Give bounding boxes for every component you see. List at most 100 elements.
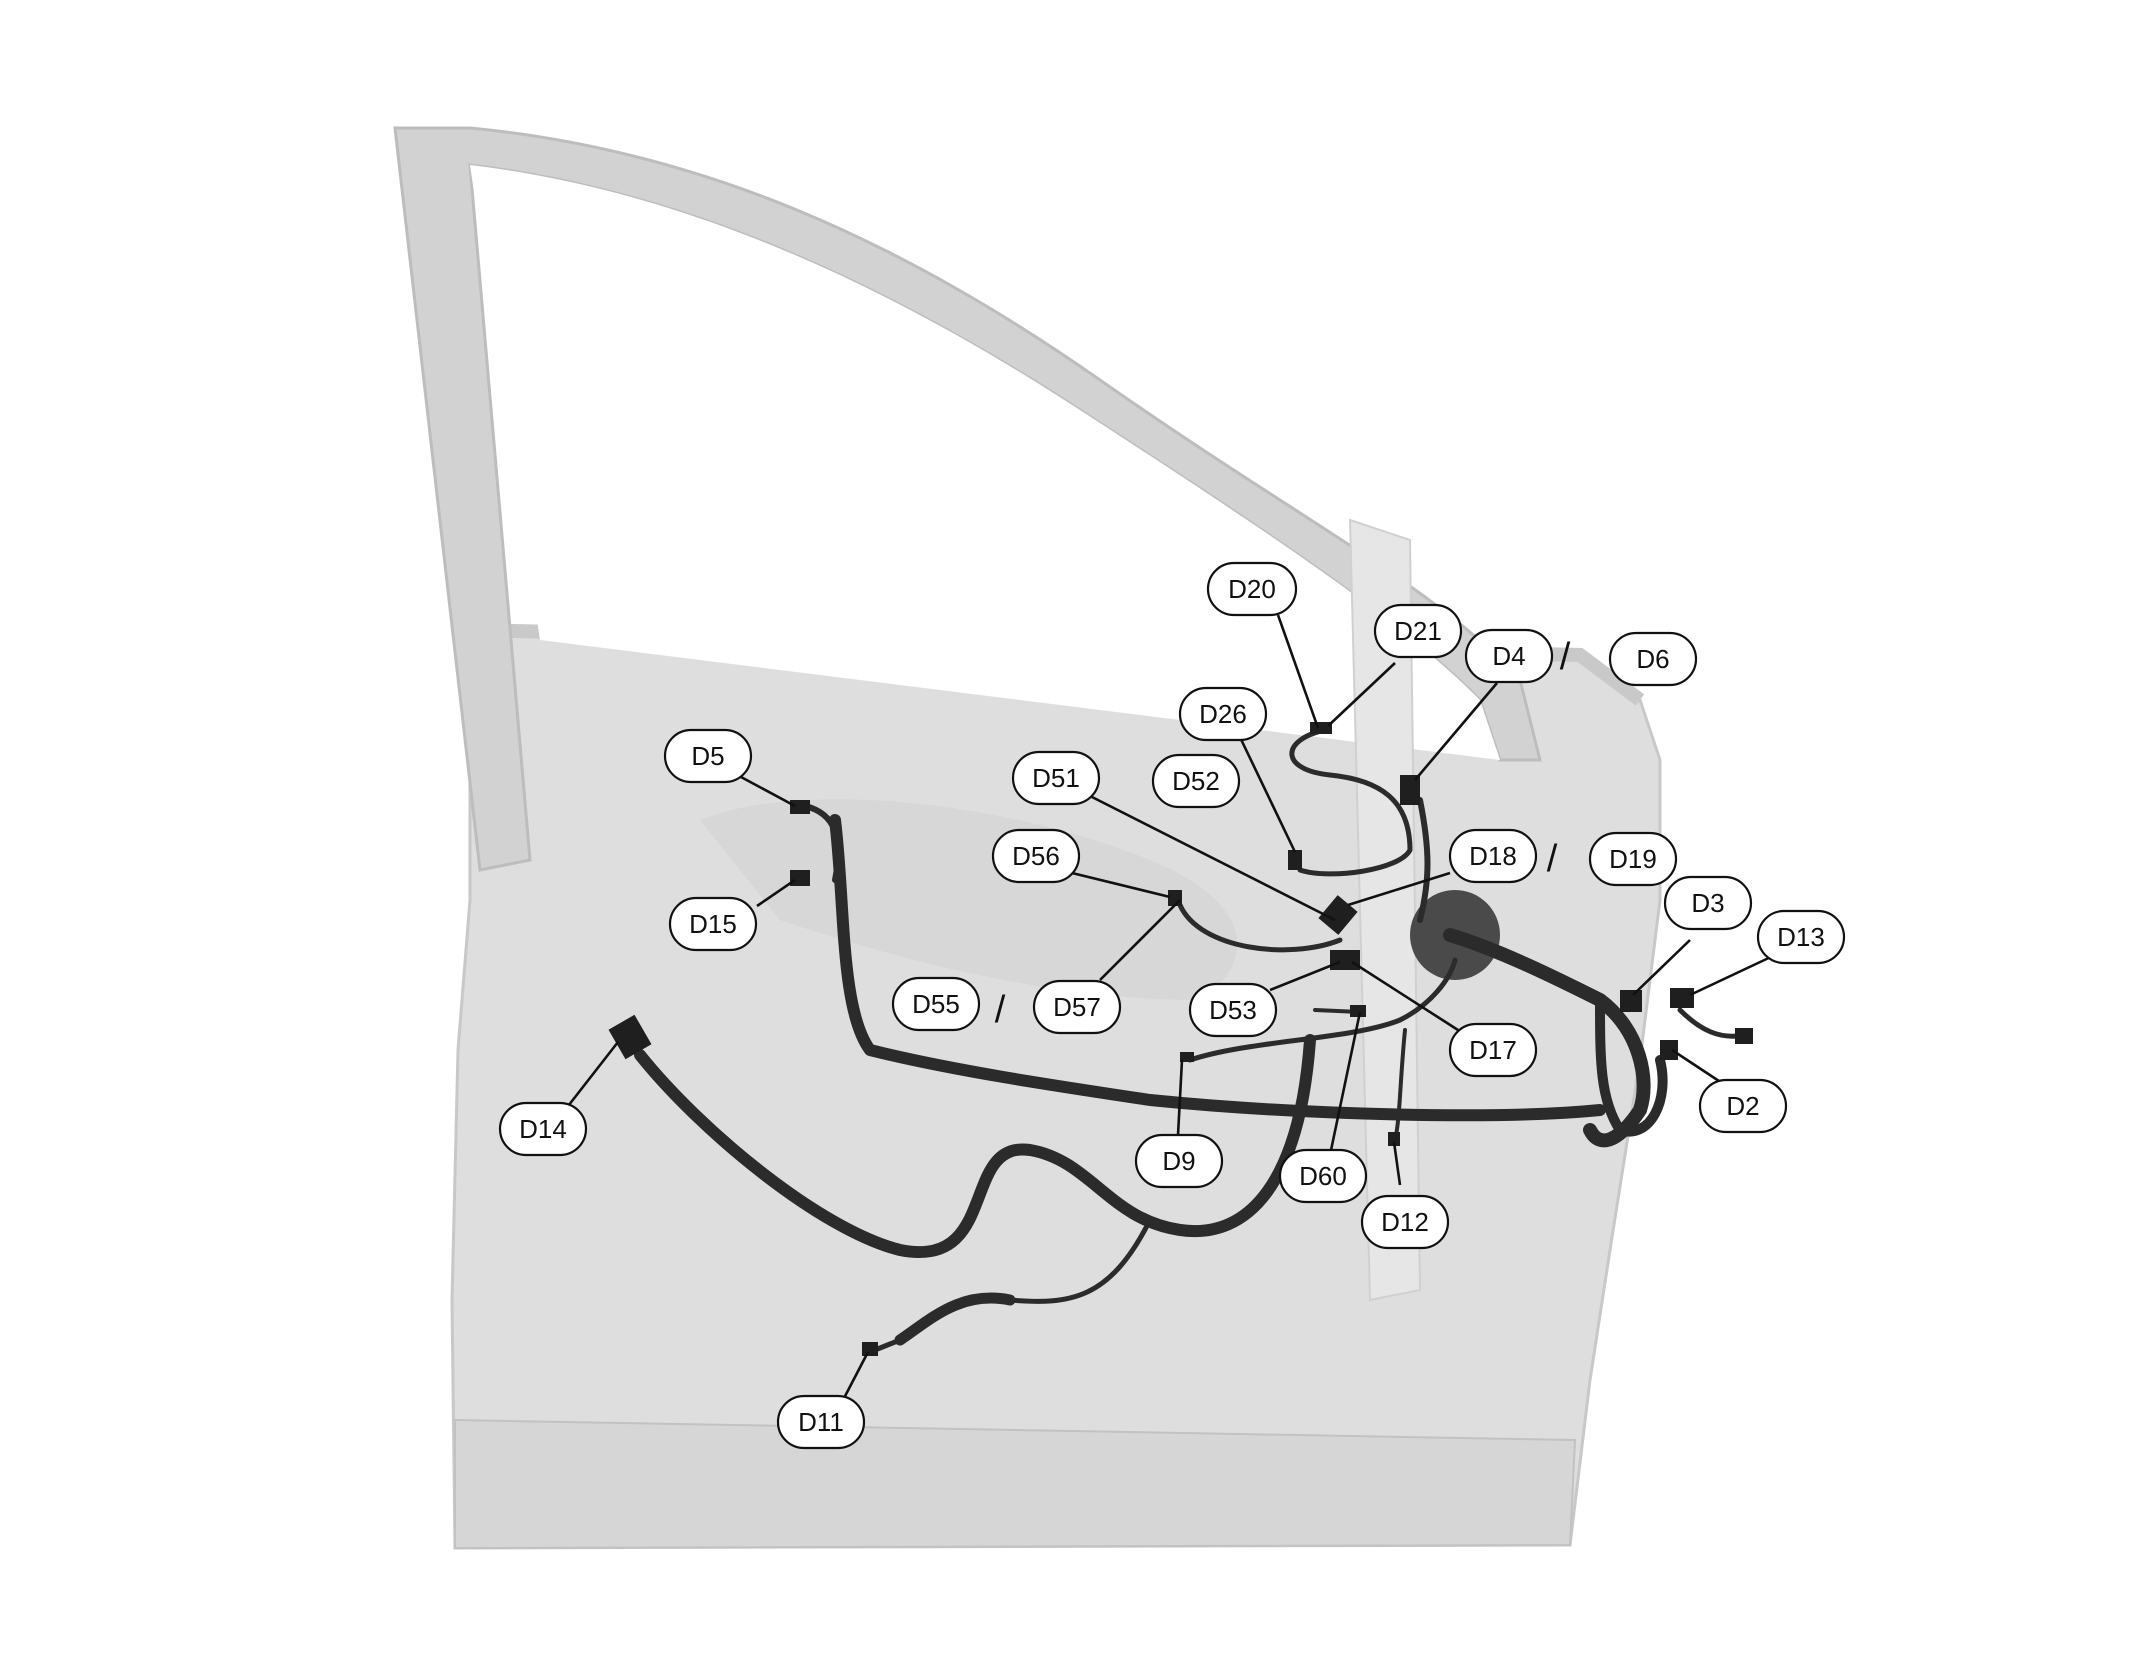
callout-label: D57 [1053, 992, 1101, 1022]
callout-bubble [1178, 686, 1268, 742]
connector-d9 [1180, 1052, 1194, 1062]
callout-bubble [1756, 909, 1846, 965]
callout-bubble [1134, 1133, 1224, 1189]
callout-label: D15 [689, 909, 737, 939]
callout-bubble [498, 1101, 588, 1157]
harness-branch-d11-lower [894, 1292, 1016, 1346]
leader-d51 [1091, 795, 1336, 922]
callout-d9[interactable]: D9 [1134, 1133, 1224, 1189]
callout-label: D60 [1299, 1161, 1347, 1191]
callout-d51[interactable]: D51 [1011, 750, 1101, 806]
callout-d12[interactable]: D12 [1360, 1194, 1450, 1250]
callout-label: D53 [1209, 995, 1257, 1025]
callout-label: D6 [1636, 644, 1669, 674]
connector-d15 [790, 870, 810, 886]
callout-bubble [1663, 875, 1753, 931]
connectors [608, 722, 1753, 1356]
leader-d13 [1689, 953, 1776, 997]
callout-bubble [1698, 1078, 1788, 1134]
callout-d15[interactable]: D15 [668, 896, 758, 952]
callout-label: D56 [1012, 841, 1060, 871]
callout-label: D55 [912, 989, 960, 1019]
callout-bubble [1360, 1194, 1450, 1250]
wiring-harness [634, 727, 1748, 1353]
callout-label: D21 [1394, 616, 1442, 646]
callout-label: D20 [1228, 574, 1276, 604]
separator-d55-d57: / [995, 989, 1006, 1031]
callout-bubble [1206, 561, 1298, 617]
callout-d13[interactable]: D13 [1756, 909, 1846, 965]
callout-label: D5 [691, 741, 724, 771]
connector-d14 [608, 1014, 652, 1060]
harness-branch-d56 [1177, 902, 1343, 953]
callout-label: D13 [1777, 922, 1825, 952]
callout-label: D18 [1469, 841, 1517, 871]
harness-branch-d11-tip [872, 1337, 903, 1353]
callout-label: D3 [1691, 888, 1724, 918]
callout-d19[interactable]: D19 [1588, 831, 1678, 887]
connector-d2-plug [1735, 1028, 1753, 1044]
connector-d12 [1388, 1132, 1400, 1146]
leader-d11 [840, 1351, 870, 1403]
callout-label: D51 [1032, 763, 1080, 793]
callout-d26[interactable]: D26 [1178, 686, 1268, 742]
callout-d57[interactable]: D57 [1032, 979, 1122, 1035]
callout-label: D52 [1172, 766, 1220, 796]
callout-d4[interactable]: D4 [1464, 628, 1554, 684]
connector-d20 [1310, 722, 1332, 734]
callout-d21[interactable]: D21 [1373, 603, 1463, 659]
connector-d26 [1288, 850, 1302, 870]
callout-bubble [1464, 628, 1554, 684]
main-harness-trunk [829, 814, 1606, 1122]
callout-bubble [776, 1394, 866, 1450]
leader-d14 [563, 1041, 620, 1111]
leader-d21 [1327, 662, 1396, 727]
separator-d4-d6: / [1560, 636, 1571, 678]
callout-d14[interactable]: D14 [498, 1101, 588, 1157]
separator-d18-d19: / [1547, 838, 1558, 880]
callout-d53[interactable]: D53 [1188, 982, 1278, 1038]
harness-branch-d11 [1007, 1217, 1153, 1304]
callout-bubble [668, 896, 758, 952]
callout-bubble [1608, 631, 1698, 687]
callout-d55[interactable]: D55 [891, 976, 981, 1032]
harness-branch-d9 [1187, 957, 1458, 1063]
connector-d13 [1670, 988, 1694, 1008]
connector-d11 [862, 1342, 878, 1356]
leader-d20 [1276, 614, 1320, 729]
callout-d20[interactable]: D20 [1206, 561, 1298, 617]
leader-d57 [1099, 899, 1181, 981]
callout-d52[interactable]: D52 [1151, 753, 1241, 809]
callout-d56[interactable]: D56 [991, 828, 1081, 884]
callout-bubble [1448, 828, 1538, 884]
callout-label: D4 [1492, 641, 1525, 671]
leader-d26 [1236, 732, 1297, 853]
connector-d60 [1350, 1005, 1366, 1017]
callout-bubble [1032, 979, 1122, 1035]
callout-d18[interactable]: D18 [1448, 828, 1538, 884]
callout-d17[interactable]: D17 [1448, 1022, 1538, 1078]
leader-d5 [740, 775, 796, 808]
callout-label: D19 [1609, 844, 1657, 874]
callout-d3[interactable]: D3 [1663, 875, 1753, 931]
harness-branch-d20-d26 [1289, 727, 1413, 877]
harness-branch-d14 [634, 1034, 1316, 1258]
callout-bubble [1373, 603, 1463, 659]
leader-lines [563, 614, 1776, 1403]
callout-label: D11 [798, 1407, 844, 1437]
callout-d2[interactable]: D2 [1698, 1078, 1788, 1134]
callout-d5[interactable]: D5 [663, 728, 753, 784]
leader-d15 [756, 878, 796, 908]
leader-d56 [1071, 871, 1171, 899]
separators: / / / [995, 636, 1571, 1031]
callout-d60[interactable]: D60 [1278, 1148, 1368, 1204]
connector-d3 [1620, 990, 1642, 1012]
callout-d6[interactable]: D6 [1608, 631, 1698, 687]
callout-label: D12 [1381, 1207, 1429, 1237]
leader-d18 [1347, 871, 1451, 907]
callout-d11[interactable]: D11 [776, 1394, 866, 1450]
leader-d9 [1176, 1059, 1184, 1136]
connector-d17 [1330, 950, 1360, 970]
door-lower-sill [454, 1418, 1577, 1550]
callout-bubble [1151, 753, 1241, 809]
